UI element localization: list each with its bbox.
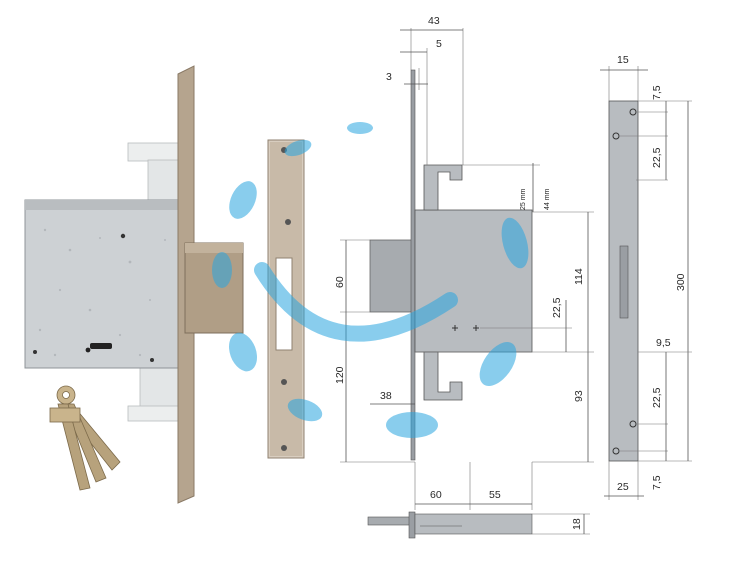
dim-height-120: 120 (334, 366, 346, 384)
lock-case (24, 199, 184, 369)
keyhole (90, 343, 112, 349)
dim-strike-25: 25 (617, 481, 629, 493)
dim-top-43: 43 (428, 15, 440, 27)
dim-backset-25mm: 25 mm (520, 188, 527, 210)
dim-bolt-60: 60 (334, 276, 346, 288)
dim-strike-15: 15 (617, 54, 629, 66)
dim-strike-7-5-bottom: 7,5 (651, 475, 663, 490)
drawing-bottom-view (367, 516, 412, 526)
dim-top-3: 3 (386, 71, 392, 83)
dead-bolt (184, 242, 244, 334)
dimension-labels: 43 5 3 25 mm 44 mm 60 114 22,5 120 38 93… (334, 15, 687, 530)
dim-height-93: 93 (573, 390, 585, 402)
dim-strike-9-5: 9,5 (656, 337, 671, 349)
dim-backset-44mm: 44 mm (544, 188, 551, 210)
dim-strike-22-5-top: 22,5 (651, 147, 663, 168)
dim-bottom-55: 55 (489, 489, 501, 501)
dimension-lines (340, 28, 692, 535)
dim-bottom-60: 60 (430, 489, 442, 501)
dim-top-5: 5 (436, 38, 442, 50)
dim-cyl-22-5: 22,5 (551, 297, 563, 318)
dim-thick-18: 18 (571, 518, 583, 530)
lock-photo (24, 65, 244, 504)
dim-height-114: 114 (573, 268, 585, 285)
dim-strike-7-5-top: 7,5 (651, 85, 663, 100)
dim-bolt-38: 38 (380, 390, 392, 402)
dim-strike-300: 300 (675, 273, 687, 291)
dim-strike-22-5-bottom: 22,5 (651, 387, 663, 408)
strike-plate-drawing (608, 100, 639, 462)
keys-icon (49, 385, 121, 491)
watermark-logo (212, 122, 529, 438)
